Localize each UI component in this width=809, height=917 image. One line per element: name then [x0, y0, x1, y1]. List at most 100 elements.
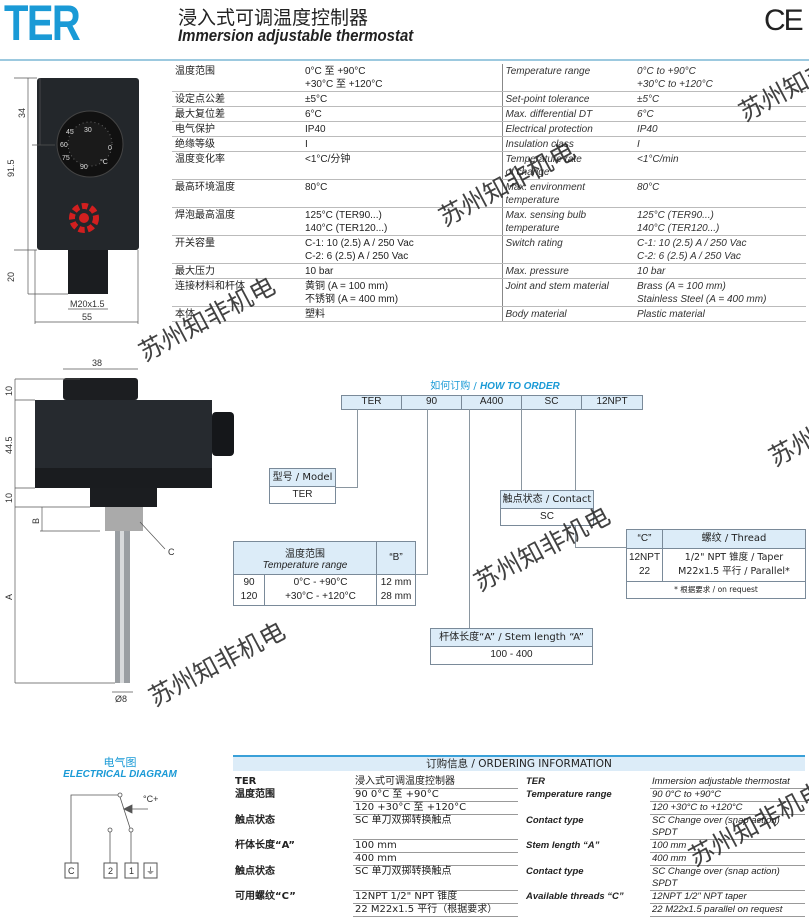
spec-en: Temperature range — [502, 64, 634, 92]
stem-value: 100 - 400 — [490, 649, 533, 660]
ordering-v: 90 0°C 至 +90°C — [353, 788, 518, 802]
ordering-k: 触点状态 — [235, 865, 275, 877]
terminal-1: 1 — [124, 862, 139, 879]
side-connector — [212, 412, 234, 456]
ordering-v: 120 +30°C 至 +120°C — [353, 801, 518, 815]
ordering-ve: Immersion adjustable thermostat — [650, 776, 805, 789]
dial-tick: 0 — [108, 145, 112, 152]
temp-header-en: Temperature range — [262, 560, 348, 571]
terminal-2: 2 — [103, 862, 118, 879]
code-contact: SC — [522, 396, 582, 409]
ordering-k: 可用螺纹“C” — [235, 890, 296, 902]
ordering-v: SC 单刀双掷转换触点 — [353, 814, 518, 840]
stem-length-box: 杆体长度“A” / Stem length “A” 100 - 400 — [430, 628, 593, 665]
ordering-ve: 120 +30°C to +120°C — [650, 801, 805, 815]
dim-knob-height: 10 — [4, 386, 14, 396]
spec-en-val: 10 bar — [634, 263, 806, 279]
spec-en-val: Brass (A = 100 mm) Stainless Steel (A = … — [634, 278, 806, 307]
spec-en: Switch rating — [502, 235, 634, 264]
title-en: HOW TO ORDER — [479, 381, 560, 392]
dim-body-height: 44.5 — [4, 436, 14, 454]
dial-tick: 75 — [62, 155, 70, 162]
knob — [63, 378, 138, 400]
spec-cn: 连接材料和杆体 — [172, 278, 302, 307]
ordering-ve: SC Change over (snap action) SPDT — [650, 814, 805, 840]
temp-code: 90 — [243, 577, 255, 588]
spec-cn: 最高环境温度 — [172, 179, 302, 208]
spec-en: Max. environment temperature — [502, 179, 634, 208]
ordering-k: 温度范围 — [235, 788, 275, 800]
ordering-v: SC 单刀双掷转换触点 — [353, 865, 518, 891]
c-header: “C” — [627, 530, 663, 549]
spec-cn: 焊泡最高温度 — [172, 207, 302, 236]
ordering-ke: Contact type — [526, 814, 584, 826]
dim-b: B — [31, 518, 41, 524]
ordering-ke: Contact type — [526, 865, 584, 877]
contact-value: SC — [540, 511, 554, 522]
spec-cn-val: C-1: 10 (2.5) A / 250 Vac C-2: 6 (2.5) A… — [302, 235, 503, 264]
ordering-k — [233, 904, 353, 917]
b-value: 12 mm — [380, 577, 412, 588]
title-english: Immersion adjustable thermostat — [178, 26, 414, 45]
ordering-v: 浸入式可调温度控制器 — [353, 776, 518, 789]
thread-code: 12NPT — [628, 552, 661, 563]
electrical-title-en: ELECTRICAL DIAGRAM — [63, 769, 177, 780]
stem-header: 杆体长度“A” / Stem length “A” — [431, 629, 592, 647]
ordering-ve: SC Change over (snap action) SPDT — [650, 865, 805, 891]
spec-cn-val: <1°C/分钟 — [302, 151, 503, 180]
spec-en-val: I — [634, 136, 806, 152]
dial-tick: 45 — [66, 129, 74, 136]
contact-header: 触点状态 / Contact — [501, 491, 593, 509]
spec-cn-val: 6°C — [302, 106, 503, 122]
spec-en-val: 0°C to +90°C +30°C to +120°C — [634, 64, 806, 92]
code-stem: A400 — [462, 396, 522, 409]
watermark: 苏州知非机电 — [763, 376, 809, 473]
b-value: 28 mm — [380, 591, 412, 602]
dial-tick: 30 — [84, 127, 92, 134]
product-code-logo: TER — [4, 0, 81, 51]
thread-fitting — [105, 507, 143, 531]
spec-cn: 温度范围 — [172, 64, 302, 92]
side-view-drawing: 38 10 44.5 10 B C A Ø8 — [4, 358, 234, 704]
order-code-bar: TER 90 A400 SC 12NPT — [341, 395, 643, 410]
temp-range: +30°C - +120°C — [285, 591, 356, 602]
spec-cn-val: 0°C 至 +90°C +30°C 至 +120°C — [302, 64, 503, 92]
ordering-ve: 400 mm — [650, 852, 805, 866]
spec-cn-val: 125°C (TER90...) 140°C (TER120...) — [302, 207, 503, 236]
brand-gear-icon — [69, 203, 99, 233]
thread-code: 22 — [638, 566, 651, 577]
spec-en: Max. differential DT — [502, 106, 634, 122]
ordering-k — [233, 802, 353, 815]
dim-height-total: 91.5 — [6, 159, 16, 177]
model-header: 型号 / Model — [270, 469, 335, 487]
spec-cn-val: ±5°C — [302, 91, 503, 107]
spec-en: Max. pressure — [502, 263, 634, 279]
ordering-ve: 100 mm — [650, 839, 805, 853]
dial-tick: 60 — [60, 142, 68, 149]
spec-en: Temperature rate of change — [502, 151, 634, 180]
ordering-k: 杆体长度“A” — [235, 839, 295, 851]
spec-cn: 设定点公差 — [172, 91, 302, 107]
thread-header: 螺纹 / Thread — [663, 530, 805, 549]
terminal-c: C — [64, 862, 79, 879]
spec-en: Set-point tolerance — [502, 91, 634, 107]
wiring-diagram: °C+ C 2 1 ⏚ — [64, 792, 158, 879]
ordering-row: 120 +30°C 至 +120°C 120 +30°C to +120°C — [233, 801, 805, 815]
ce-mark-icon: CE — [764, 4, 804, 37]
electrical-title-cn: 电气图 — [103, 756, 137, 769]
spec-cn: 温度变化率 — [172, 151, 302, 180]
spec-en-val: ±5°C — [634, 91, 806, 107]
ordering-row: 触点状态 SC 单刀双掷转换触点 Contact type SC Change ove… — [233, 865, 805, 891]
ordering-k — [233, 853, 353, 866]
svg-text:C: C — [68, 866, 75, 876]
ground-terminal-icon: ⏚ — [143, 862, 158, 879]
